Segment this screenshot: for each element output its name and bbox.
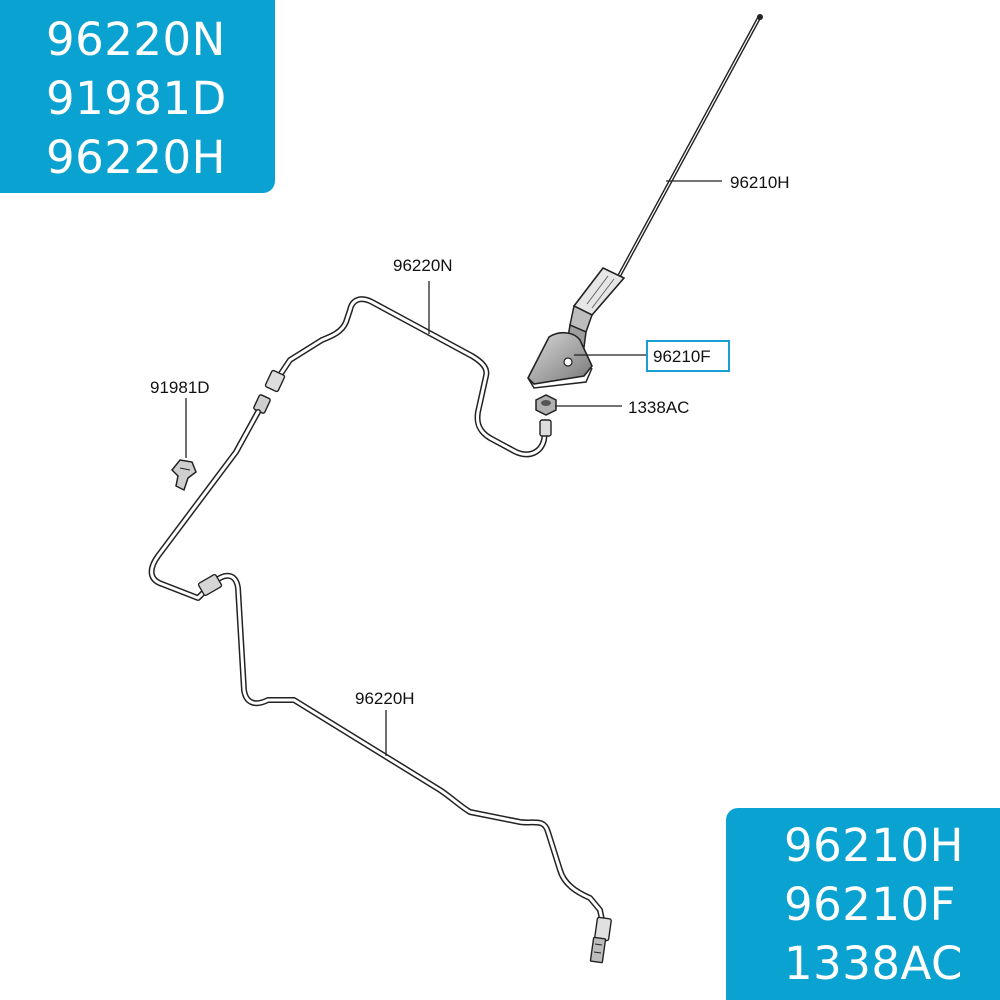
antenna-base bbox=[527, 323, 593, 389]
part-numbers-badge-bottom-right: 96210H 96210F 1338AC bbox=[726, 808, 1000, 1000]
badge-part-number: 96210F bbox=[784, 878, 957, 931]
clip bbox=[170, 459, 197, 492]
antenna-cable-upper bbox=[253, 296, 552, 458]
part-numbers-badge-top-left: 96220N 91981D 96220H bbox=[0, 0, 275, 193]
callout-antenna-cable-upper: 96220N bbox=[393, 256, 453, 275]
antenna-cable-lower bbox=[148, 409, 612, 964]
badge-part-number: 96210H bbox=[784, 819, 964, 872]
callout-antenna-base: 96210F bbox=[653, 347, 711, 366]
callout-clip: 91981D bbox=[150, 378, 210, 397]
nut bbox=[535, 394, 557, 416]
callout-highlight-box bbox=[646, 340, 730, 372]
badge-part-number: 91981D bbox=[46, 72, 227, 125]
badge-part-number: 1338AC bbox=[784, 937, 963, 990]
callout-antenna-mast: 96210H bbox=[730, 173, 790, 192]
antenna-mast bbox=[569, 14, 763, 334]
callout-nut: 1338AC bbox=[628, 398, 689, 417]
badge-part-number: 96220N bbox=[46, 13, 226, 66]
leader-lines bbox=[185, 180, 722, 756]
callout-antenna-cable-lower: 96220H bbox=[355, 689, 415, 708]
badge-part-number: 96220H bbox=[46, 131, 226, 184]
